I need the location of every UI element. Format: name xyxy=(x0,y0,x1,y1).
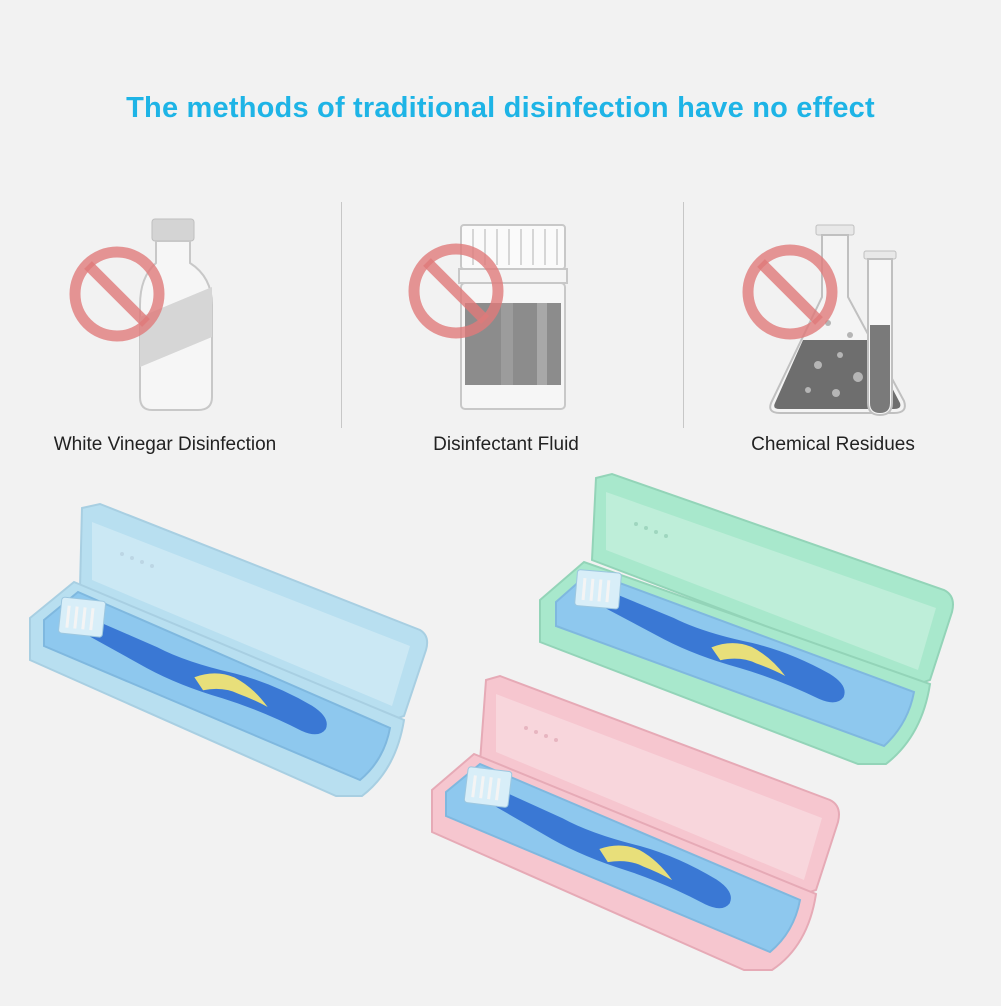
method-disinfectant: Disinfectant Fluid xyxy=(341,205,671,475)
toothbrush-cases-photo xyxy=(0,470,1001,1006)
method-vinegar: White Vinegar Disinfection xyxy=(0,205,330,475)
blue-sterilizer-case xyxy=(29,502,429,797)
headline: The methods of traditional disinfection … xyxy=(126,92,875,124)
vinegar-bottle-icon xyxy=(69,218,213,411)
disinfectant-jar-icon xyxy=(408,224,568,410)
green-sterilizer-case xyxy=(539,472,954,765)
method-label-vinegar: White Vinegar Disinfection xyxy=(53,434,277,455)
method-chemical: Chemical Residues xyxy=(668,205,998,475)
method-label-disinfectant: Disinfectant Fluid xyxy=(433,434,579,455)
lab-flask-icon xyxy=(742,224,906,417)
divider-2 xyxy=(683,202,684,428)
method-label-chemical: Chemical Residues xyxy=(751,434,915,455)
pink-sterilizer-case xyxy=(431,674,840,971)
divider-1 xyxy=(341,202,342,428)
